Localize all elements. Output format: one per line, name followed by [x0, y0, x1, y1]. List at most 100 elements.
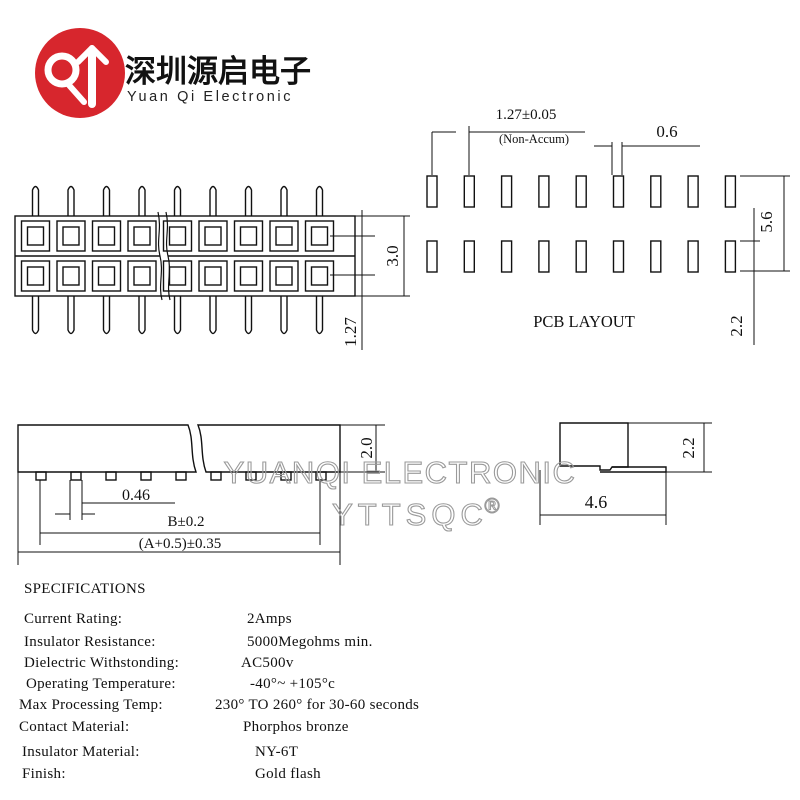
- front-cell-upper: [198, 220, 228, 252]
- front-cell-lower-inner: [62, 266, 80, 286]
- bottom-view-a-dim: (A+0.5)±0.35: [139, 536, 222, 552]
- pcb-pad-upper: [724, 175, 737, 208]
- front-view-upper-pins: [31, 185, 324, 216]
- front-pin-upper: [102, 185, 111, 216]
- front-pin-upper: [209, 185, 217, 216]
- front-pin-upper: [173, 185, 182, 216]
- bottom-view-tail: [315, 471, 327, 481]
- front-pin-lower: [102, 296, 111, 335]
- pcb-offset-dim: 2.2: [727, 315, 746, 336]
- pcb-pad-lower: [500, 240, 513, 273]
- pcb-pitch-dim: 1.27±0.05: [496, 107, 557, 123]
- watermark: YUANQI ELECTRONIC YTTSQC ®: [223, 454, 577, 532]
- front-cell-lower-inner: [168, 266, 187, 286]
- front-cell-lower: [198, 260, 228, 292]
- front-cell-upper: [20, 220, 51, 252]
- watermark-line-2: YTTSQC: [332, 497, 488, 532]
- front-pin-lower: [315, 296, 324, 335]
- logo-circle: [35, 28, 125, 118]
- front-pin-upper: [280, 185, 288, 216]
- bottom-view: [17, 424, 385, 565]
- pcb-pad-upper: [463, 175, 475, 208]
- front-cell-upper-inner: [168, 226, 187, 246]
- bottom-view-tail: [140, 471, 152, 481]
- front-cell-lower-inner: [204, 266, 222, 286]
- front-pin-upper: [31, 185, 40, 216]
- bottom-view-tail: [70, 471, 82, 481]
- front-pin-lower: [244, 296, 253, 335]
- pcb-pad-lower: [650, 240, 662, 273]
- side-view-width-dim: 4.6: [585, 492, 608, 512]
- side-view-height-dim: 2.2: [679, 437, 698, 458]
- front-pin-lower: [31, 296, 40, 335]
- pcb-pad-lower: [426, 240, 438, 273]
- front-cell-lower: [56, 260, 86, 292]
- bottom-view-body-left: [17, 424, 197, 473]
- bottom-view-tail-dim: 0.46: [122, 487, 150, 504]
- pcb-pad-lower: [538, 240, 550, 273]
- bottom-view-tail: [245, 471, 257, 481]
- front-cell-upper-inner: [97, 226, 116, 246]
- pcb-layout-pads: [426, 175, 737, 273]
- front-cell-upper: [233, 220, 264, 252]
- front-pin-upper: [67, 185, 75, 216]
- pcb-pad-upper: [612, 175, 625, 208]
- front-cell-upper-inner: [26, 226, 45, 246]
- front-cell-upper: [162, 220, 193, 252]
- front-cell-lower-inner: [133, 266, 151, 286]
- front-cell-lower: [304, 260, 335, 292]
- pcb-pad-lower: [575, 240, 587, 273]
- side-view: [539, 422, 712, 525]
- bottom-view-tail: [280, 471, 292, 481]
- front-view-height-dim: 3.0: [383, 245, 402, 266]
- front-cell-upper-inner: [204, 226, 222, 246]
- watermark-line-1: YUANQI ELECTRONIC: [224, 455, 577, 490]
- pcb-pad-upper: [687, 175, 699, 208]
- front-pin-lower: [280, 296, 288, 335]
- front-cell-upper: [56, 220, 86, 252]
- front-view: [14, 185, 410, 350]
- bottom-view-tail: [35, 471, 47, 481]
- bottom-view-tail: [105, 471, 117, 481]
- bottom-view-tail: [175, 471, 187, 481]
- front-view-break-right: [165, 211, 171, 301]
- pcb-pad-upper: [650, 175, 662, 208]
- side-view-tail: [600, 466, 667, 473]
- front-pin-lower: [209, 296, 217, 335]
- brand-name-en: Yuan Qi Electronic: [127, 89, 293, 105]
- front-view-pitch-dim: 1.27: [341, 317, 360, 347]
- front-cell-lower: [127, 260, 157, 292]
- front-cell-lower-inner: [26, 266, 45, 286]
- front-pin-upper: [315, 185, 324, 216]
- front-cell-upper-inner: [275, 226, 293, 246]
- front-cell-lower: [91, 260, 122, 292]
- pcb-pad-lower: [463, 240, 475, 273]
- side-view-housing: [559, 422, 629, 471]
- front-cell-upper-inner: [239, 226, 258, 246]
- front-cell-upper-inner: [133, 226, 151, 246]
- bottom-view-height-dim: 2.0: [357, 437, 376, 458]
- bottom-view-body-right: [196, 424, 341, 473]
- bottom-view-b-dim: B±0.2: [168, 514, 205, 530]
- brand-logo: 深圳源启电子 Yuan Qi Electronic: [35, 28, 311, 118]
- pcb-pad-width-dim: 0.6: [656, 122, 677, 141]
- front-pin-upper: [138, 185, 146, 216]
- front-cell-upper: [91, 220, 122, 252]
- front-cell-lower-inner: [239, 266, 258, 286]
- front-cell-lower-inner: [310, 266, 329, 286]
- pcb-row-span-dim: 5.6: [757, 211, 776, 232]
- pcb-layout-view: [426, 126, 790, 345]
- front-cell-lower: [269, 260, 299, 292]
- front-cell-lower: [233, 260, 264, 292]
- front-pin-lower: [173, 296, 182, 335]
- pcb-pad-lower: [612, 240, 625, 273]
- pcb-pad-upper: [538, 175, 550, 208]
- front-view-lower-pins: [31, 296, 324, 335]
- watermark-registered-mark: ®: [482, 494, 502, 518]
- front-cell-upper-inner: [310, 226, 329, 246]
- front-view-contact-cells: [20, 220, 335, 292]
- pcb-pad-lower: [724, 240, 737, 273]
- front-cell-upper-inner: [62, 226, 80, 246]
- pcb-pad-lower: [687, 240, 699, 273]
